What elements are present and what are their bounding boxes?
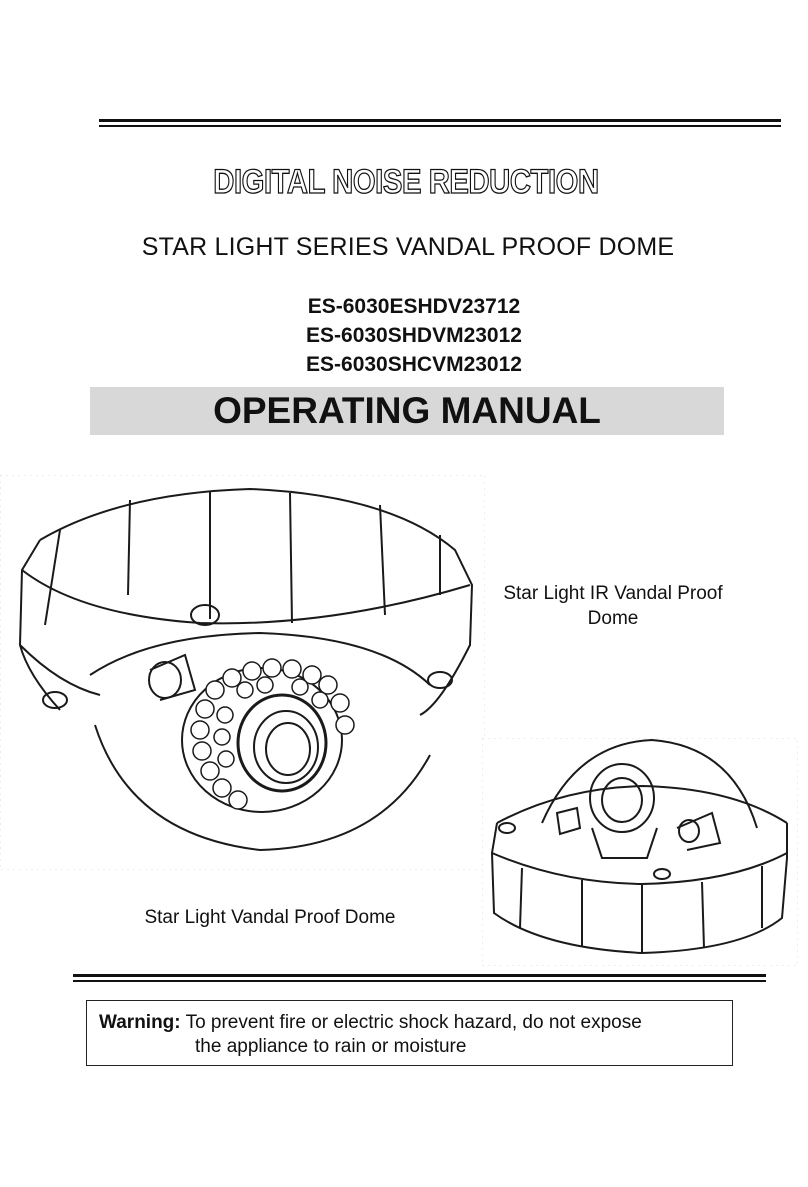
dome-caption: Star Light Vandal Proof Dome: [144, 907, 396, 928]
model-number: ES-6030SHCVM23012: [306, 353, 522, 376]
warning-text: the appliance to rain or moisture: [195, 1036, 467, 1057]
warning-label: Warning:: [99, 1012, 181, 1033]
ir-dome-caption-line: Dome: [587, 608, 639, 629]
vandal-dome-camera-illustration: [482, 738, 798, 966]
model-list: ES-6030ESHDV23712 ES-6030SHDVM23012 ES-6…: [0, 292, 808, 379]
warning-text: To prevent fire or electric shock hazard…: [185, 1012, 642, 1033]
top-double-rule: [99, 119, 781, 129]
model-number: ES-6030ESHDV23712: [307, 295, 521, 318]
header-title: DIGITAL NOISE REDUCTION: [213, 162, 600, 201]
manual-title-banner: OPERATING MANUAL: [90, 387, 724, 435]
model-number: ES-6030SHDVM23012: [306, 324, 522, 347]
bottom-double-rule: [73, 974, 766, 984]
warning-box: Warning: To prevent fire or electric sho…: [86, 1000, 733, 1066]
ir-dome-caption-line: Star Light IR Vandal Proof: [503, 583, 723, 604]
warning-line: Warning: To prevent fire or electric sho…: [99, 1011, 722, 1035]
ir-dome-caption: Star Light IR Vandal Proof Dome: [470, 581, 756, 631]
ir-dome-camera-illustration: [0, 475, 485, 870]
product-series-subtitle: STAR LIGHT SERIES VANDAL PROOF DOME: [141, 233, 675, 261]
